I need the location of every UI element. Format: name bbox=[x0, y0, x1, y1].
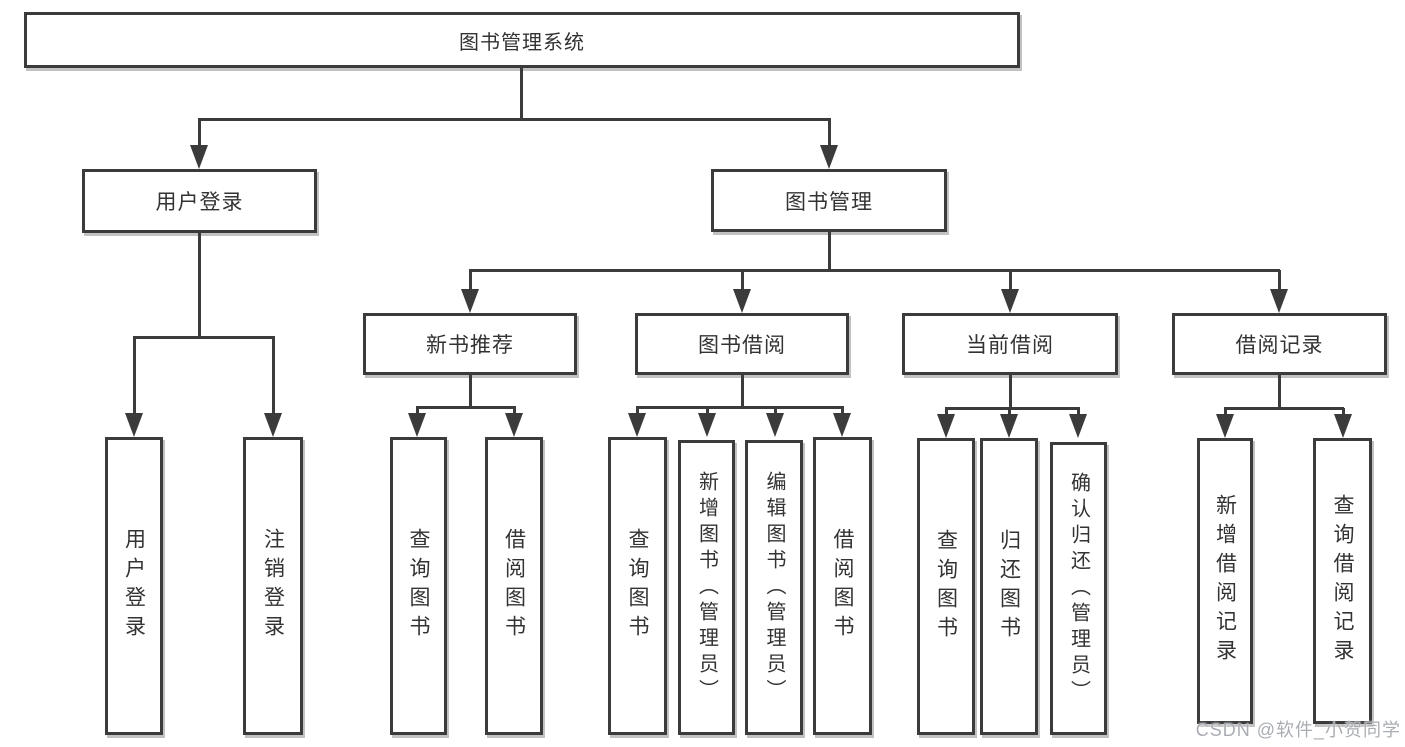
connector-vline bbox=[416, 407, 419, 416]
node-book-management: 图书管理 bbox=[711, 169, 947, 232]
arrow-down-icon bbox=[1216, 414, 1234, 438]
connector-vline bbox=[841, 407, 844, 416]
arrow-down-icon bbox=[698, 413, 716, 437]
connector-vline bbox=[1008, 408, 1011, 416]
arrow-down-icon bbox=[125, 413, 143, 437]
leaf-query-books-borrow: 查询图书 bbox=[608, 437, 667, 735]
arrow-down-icon bbox=[766, 413, 784, 437]
connector-vline bbox=[741, 375, 744, 408]
node-borrow-records: 借阅记录 bbox=[1172, 313, 1387, 375]
node-user-login: 用户登录 bbox=[82, 169, 317, 233]
arrow-down-icon bbox=[461, 289, 479, 313]
leaf-return-books: 归还图书 bbox=[980, 438, 1038, 735]
connector-hline bbox=[469, 269, 1280, 272]
arrow-down-icon bbox=[1069, 414, 1087, 438]
arrow-down-icon bbox=[628, 413, 646, 437]
csdn-watermark: CSDN @软件_小贺同学 bbox=[1195, 720, 1401, 740]
connector-vline bbox=[469, 375, 472, 408]
arrow-down-icon bbox=[820, 145, 838, 169]
connector-hline bbox=[416, 406, 516, 409]
connector-vline bbox=[1278, 270, 1281, 291]
connector-vline bbox=[774, 407, 777, 416]
node-book-borrow: 图书借阅 bbox=[635, 313, 849, 375]
leaf-edit-book-admin: 编辑图书（管理员） bbox=[745, 440, 803, 735]
leaf-add-book-admin: 新增图书（管理员） bbox=[678, 440, 735, 735]
connector-vline bbox=[1224, 408, 1227, 416]
leaf-borrow-books-recommend: 借阅图书 bbox=[485, 437, 543, 735]
arrow-down-icon bbox=[833, 413, 851, 437]
node-root: 图书管理系统 bbox=[24, 12, 1020, 68]
leaf-query-books-current: 查询图书 bbox=[917, 438, 975, 735]
leaf-query-borrow-record: 查询借阅记录 bbox=[1313, 438, 1372, 724]
leaf-confirm-return-admin: 确认归还（管理员） bbox=[1050, 442, 1107, 735]
arrow-down-icon bbox=[733, 289, 751, 313]
connector-vline bbox=[469, 270, 472, 291]
arrow-down-icon bbox=[190, 145, 208, 169]
connector-vline bbox=[133, 337, 136, 415]
connector-vline bbox=[828, 119, 831, 147]
arrow-down-icon bbox=[408, 413, 426, 437]
arrow-down-icon bbox=[264, 413, 282, 437]
connector-vline bbox=[706, 407, 709, 416]
arrow-down-icon bbox=[937, 414, 955, 438]
connector-hline bbox=[636, 406, 844, 409]
connector-vline bbox=[198, 233, 201, 338]
leaf-add-borrow-record: 新增借阅记录 bbox=[1197, 438, 1253, 724]
connector-hline bbox=[1224, 407, 1344, 410]
arrow-down-icon bbox=[505, 413, 523, 437]
arrow-down-icon bbox=[1001, 289, 1019, 313]
leaf-borrow-books: 借阅图书 bbox=[813, 437, 872, 735]
connector-vline bbox=[1009, 270, 1012, 291]
arrow-down-icon bbox=[1334, 414, 1352, 438]
connector-vline bbox=[198, 119, 201, 147]
leaf-query-books-recommend: 查询图书 bbox=[390, 437, 447, 735]
connector-vline bbox=[636, 407, 639, 416]
connector-vline bbox=[945, 408, 948, 416]
leaf-user-login: 用户登录 bbox=[105, 437, 163, 735]
connector-vline bbox=[1342, 408, 1345, 416]
arrow-down-icon bbox=[1270, 289, 1288, 313]
node-new-book-recommend: 新书推荐 bbox=[363, 313, 577, 375]
connector-vline bbox=[1009, 375, 1012, 409]
arrow-down-icon bbox=[1000, 414, 1018, 438]
connector-hline bbox=[133, 336, 275, 339]
node-current-borrow: 当前借阅 bbox=[902, 313, 1118, 375]
connector-hline bbox=[945, 407, 1080, 410]
connector-hline bbox=[198, 118, 831, 121]
connector-vline bbox=[1077, 408, 1080, 416]
connector-vline bbox=[513, 407, 516, 416]
leaf-logout: 注销登录 bbox=[243, 437, 303, 735]
connector-vline bbox=[520, 68, 523, 119]
connector-vline bbox=[828, 232, 831, 272]
connector-vline bbox=[272, 337, 275, 415]
connector-vline bbox=[741, 270, 744, 291]
connector-vline bbox=[1278, 375, 1281, 409]
